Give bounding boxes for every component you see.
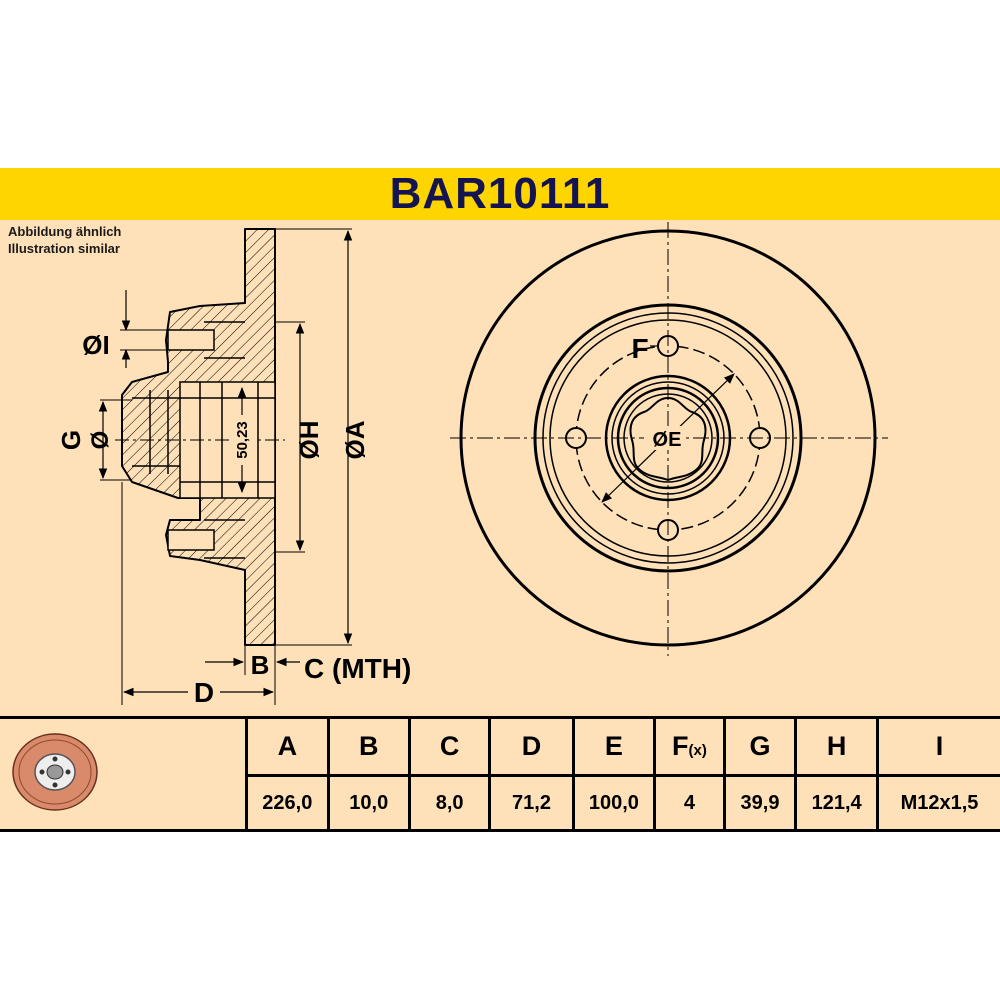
dim-label-dia-h: ØH (294, 421, 324, 460)
spec-header-e: E (571, 719, 655, 777)
spec-header-c: C (407, 719, 490, 777)
spec-table-area: A B C D E F(x) G H I 226,0 10,0 8,0 71,2 (0, 716, 1000, 832)
title-bar: BAR10111 (0, 168, 1000, 220)
dim-label-dia-i: ØI (82, 330, 109, 360)
spec-value-h: 121,4 (794, 775, 878, 829)
spec-value-a: 226,0 (245, 775, 329, 829)
drawing-area: Abbildung ähnlich Illustration similar (0, 220, 1000, 716)
dim-label-dia-a: ØA (340, 420, 370, 459)
dim-label-dia-g: Ø (87, 431, 114, 450)
dim-label-f: F (631, 333, 648, 364)
spec-header-g: G (722, 719, 796, 777)
cross-section-view: ØI G Ø 50,23 ØH ØA (56, 228, 411, 708)
spec-header-f-label: F (672, 731, 689, 761)
spec-header-row: A B C D E F(x) G H I (245, 719, 1000, 777)
spec-value-f: 4 (653, 775, 725, 829)
spec-header-h: H (794, 719, 878, 777)
spec-value-g: 39,9 (722, 775, 796, 829)
spec-header-a: A (245, 719, 329, 777)
dim-label-5023: 50,23 (234, 421, 251, 459)
spec-value-d: 71,2 (488, 775, 574, 829)
spec-header-f-suffix: (x) (688, 742, 707, 759)
disc-thumbnail-icon (12, 733, 98, 811)
dim-label-dia-e: ØE (653, 429, 682, 451)
front-view: ØE F (450, 222, 888, 656)
technical-drawing: ØI G Ø 50,23 ØH ØA (56, 222, 888, 708)
spec-value-c: 8,0 (407, 775, 490, 829)
spec-header-d: D (488, 719, 574, 777)
note-german: Abbildung ähnlich (8, 224, 122, 239)
spec-value-row: 226,0 10,0 8,0 71,2 100,0 4 39,9 121,4 M… (245, 775, 1000, 829)
spec-header-f: F(x) (653, 719, 725, 777)
spec-value-e: 100,0 (571, 775, 655, 829)
dim-label-c-mth: C (MTH) (304, 653, 411, 684)
spec-header-b: B (326, 719, 410, 777)
spec-header-i: I (875, 719, 1000, 777)
part-number-title: BAR10111 (389, 169, 611, 218)
dim-label-d: D (194, 677, 214, 708)
dim-label-g: G (56, 430, 86, 450)
dim-label-b: B (251, 650, 270, 680)
spec-value-i: M12x1,5 (875, 775, 1000, 829)
note-english: Illustration similar (8, 241, 120, 256)
spec-table: A B C D E F(x) G H I 226,0 10,0 8,0 71,2 (245, 719, 1000, 829)
spec-value-b: 10,0 (326, 775, 410, 829)
